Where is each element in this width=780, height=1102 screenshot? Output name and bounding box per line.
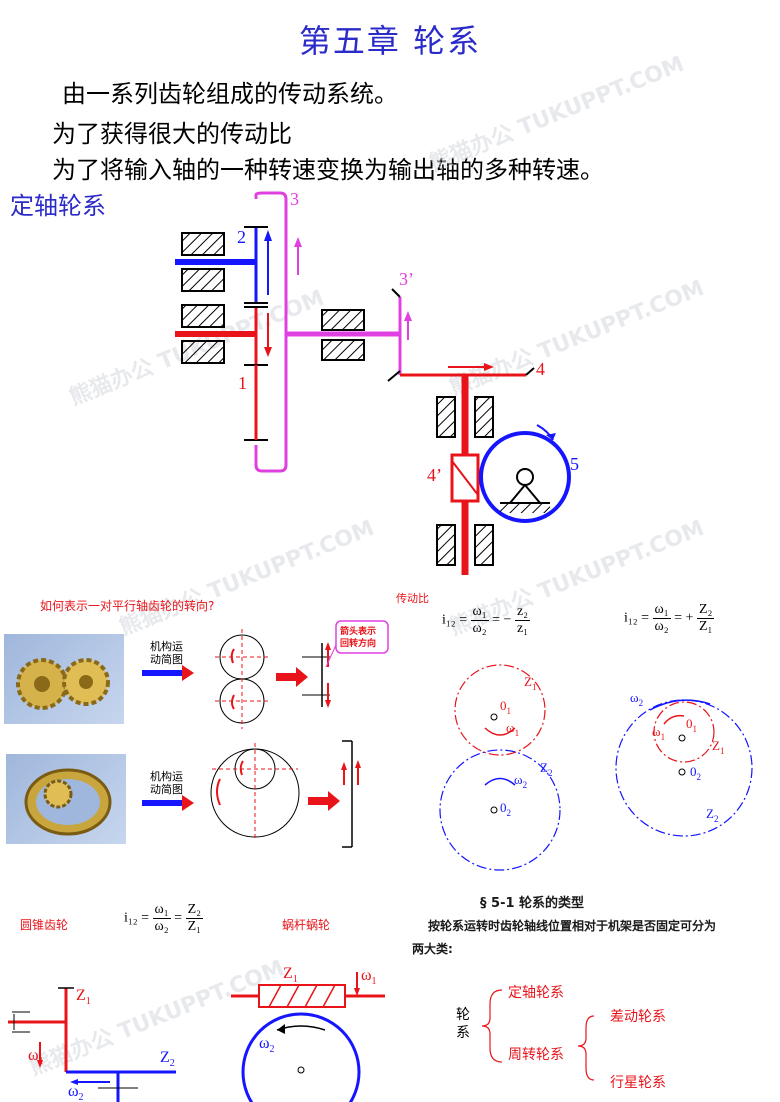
label-gear-4-prime: 4’ (427, 465, 442, 485)
section-fixed-axis-heading: 定轴轮系 (10, 192, 106, 220)
svg-text:02: 02 (500, 800, 511, 818)
ratio-title: 传动比 (396, 592, 429, 605)
page-title: 第五章 轮系 (298, 22, 482, 60)
arrow-note-line-2: 回转方向 (340, 637, 376, 648)
label-gear-4: 4 (536, 359, 545, 379)
svg-text:ω1: ω1 (652, 724, 665, 742)
tree-differential: 差动轮系 (610, 1009, 666, 1025)
svg-text:Z2: Z2 (706, 806, 718, 824)
intro-line-1: 由一系列齿轮组成的传动系统。 (62, 80, 398, 108)
types-paragraph-1: 按轮系运转时齿轮轴线位置相对于机架是否固定可分为 (428, 919, 717, 933)
svg-text:Z1: Z1 (283, 965, 298, 985)
spur-gears-photo (4, 634, 124, 724)
tree-epicyclic: 周转轮系 (508, 1047, 564, 1063)
fixed-axis-gear-train-diagram: 2 1 3 3’ 4 4’ 5 (175, 189, 579, 575)
mechanism-label-1: 机构运动简图 (150, 640, 183, 666)
external-meshing-diagram: Z1 01 ω1 ω2 Z2 02 (439, 664, 561, 871)
svg-text:02: 02 (690, 764, 701, 782)
mechanism-label-2: 机构运动简图 (150, 770, 183, 796)
svg-text:Z1: Z1 (524, 674, 536, 692)
internal-meshing-diagram: ω2 01 ω1 Z1 02 Z2 (615, 690, 753, 837)
bevel-gear-diagram: Z1 ω1 Z2 ω2 (8, 987, 176, 1102)
question-text: 如何表示一对平行轴齿轮的转向? (40, 599, 215, 613)
bearing (181, 232, 225, 256)
arrow-note-line-1: 箭头表示 (340, 625, 376, 636)
worm-gear-title: 蜗杆蜗轮 (282, 918, 331, 932)
types-paragraph-2: 两大类: (412, 942, 453, 956)
worm-gear-diagram: Z1 ω1 ω2 (231, 965, 385, 1102)
parallel-gear-direction-diagram: 箭头表示 回转方向 (142, 620, 389, 848)
bearing (321, 309, 365, 331)
svg-text:ω2: ω2 (68, 1083, 84, 1102)
label-gear-5: 5 (570, 454, 579, 474)
bearing (181, 304, 225, 328)
svg-text:Z1: Z1 (712, 738, 724, 756)
types-section-title: § 5-1 轮系的类型 (480, 896, 585, 911)
bevel-gear-title: 圆锥齿轮 (20, 918, 69, 932)
svg-text:ω2: ω2 (259, 1035, 275, 1055)
svg-text:01: 01 (500, 698, 511, 716)
bearing (181, 340, 225, 364)
tree-fixed-axis: 定轴轮系 (508, 985, 564, 1001)
tree-brackets (481, 989, 595, 1081)
intro-line-3: 为了将输入轴的一种转速变换为输出轴的多种转速。 (52, 156, 604, 184)
svg-text:Z1: Z1 (76, 987, 91, 1007)
ext-z1: Z (524, 674, 532, 689)
svg-text:ω1: ω1 (361, 967, 377, 987)
internal-gears-photo (6, 754, 126, 844)
svg-text:ω2: ω2 (630, 690, 643, 708)
svg-text:ω2: ω2 (514, 772, 527, 790)
label-gear-3-prime: 3’ (399, 269, 414, 289)
svg-text:ω1: ω1 (506, 720, 519, 738)
worm-wheel-5 (479, 431, 571, 523)
svg-text:ω1: ω1 (28, 1047, 44, 1067)
label-gear-2: 2 (237, 227, 246, 247)
svg-text:Z2: Z2 (540, 760, 552, 778)
bearing (436, 396, 456, 438)
tree-root: 轮系 (456, 1007, 470, 1041)
svg-text:Z2: Z2 (160, 1049, 175, 1069)
bearing (321, 339, 365, 361)
svg-text:01: 01 (686, 716, 697, 734)
bearing (474, 524, 494, 566)
label-gear-3: 3 (290, 189, 299, 209)
bearing (181, 268, 225, 292)
gear-3 (254, 191, 288, 473)
label-gear-1: 1 (238, 373, 247, 393)
intro-line-2: 为了获得很大的传动比 (52, 120, 292, 148)
bearing (436, 524, 456, 566)
bearing (474, 396, 494, 438)
tree-planetary: 行星轮系 (610, 1075, 666, 1091)
